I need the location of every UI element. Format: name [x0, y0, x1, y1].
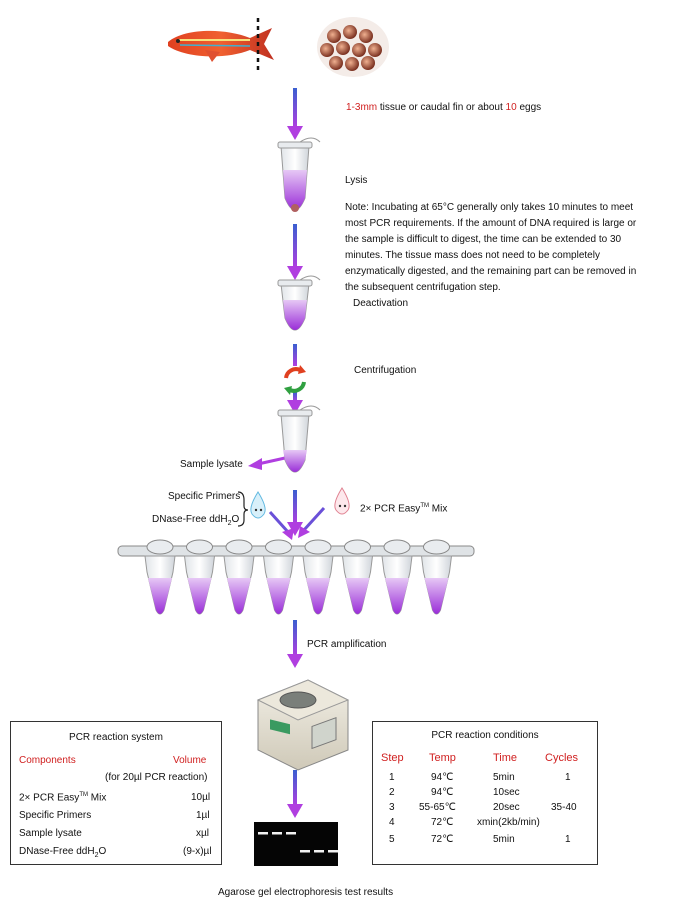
pink-droplet-icon: [334, 487, 350, 515]
system-row-value: 10µl: [191, 792, 211, 803]
pcr-amplification-label: PCR amplification: [307, 639, 387, 650]
gel-band: [272, 832, 282, 835]
pcr-mix-label: 2× PCR EasyTM Mix: [360, 503, 448, 515]
strip-tube: [420, 539, 453, 615]
cond-time: xmin(2kb/min): [477, 817, 540, 828]
cond-time: 5min: [493, 834, 515, 845]
system-subtitle: (for 20µl PCR reaction): [105, 772, 208, 783]
system-title: PCR reaction system: [69, 732, 163, 743]
cond-step: 3: [389, 802, 395, 813]
cond-bracket-cycles: 35-40: [551, 802, 577, 813]
cond-step: 4: [389, 817, 395, 828]
cond-cycles: 1: [565, 772, 571, 783]
cond-temp: 72℃: [431, 817, 454, 828]
strip-tube: [183, 539, 216, 615]
system-row-name: Sample lysate: [19, 828, 82, 839]
system-row-name: DNase-Free ddH2O: [19, 846, 107, 859]
blue-droplet-icon: [250, 491, 266, 519]
gel-caption: Agarose gel electrophoresis test results: [218, 887, 394, 898]
lysis-label: Lysis: [345, 175, 368, 186]
cond-temp: 94℃: [431, 772, 454, 783]
flow-arrows: [248, 88, 326, 818]
cond-step: 5: [389, 834, 395, 845]
gel-band: [258, 832, 268, 835]
cond-temp: 94℃: [431, 787, 454, 798]
cond-time: 5min: [493, 772, 515, 783]
cond-cycles: 1: [565, 834, 571, 845]
gel-band: [286, 832, 296, 835]
strip-tube: [262, 539, 295, 615]
system-row-name: Specific Primers: [19, 810, 92, 821]
deactivation-label: Deactivation: [353, 298, 409, 309]
reagent-bracket: [237, 491, 249, 527]
cond-time: 10sec: [493, 787, 520, 798]
strip-tube: [223, 539, 255, 615]
pcr-conditions-table: PCR reaction conditions Step Temp Time C…: [372, 721, 598, 865]
cond-temp: 55-65℃: [419, 802, 456, 813]
lysis-note: Note: Incubating at 65°C generally only …: [345, 202, 637, 293]
system-row-value: (9-x)µl: [183, 846, 212, 857]
cond-step: 2: [389, 787, 395, 798]
specific-primers-label: Specific Primers: [168, 491, 241, 502]
pcr-system-table: PCR reaction system Components Volume (f…: [10, 721, 222, 865]
gel-band: [328, 850, 338, 853]
eggs-icon: [317, 17, 389, 77]
system-row-name: 2× PCR EasyTM Mix: [19, 792, 107, 804]
strip-tube: [302, 539, 334, 615]
zebrafish-icon: [168, 18, 274, 74]
gel-image: [254, 822, 338, 866]
conditions-header-step: Step: [381, 752, 404, 764]
system-col-components: Components: [19, 755, 76, 766]
cond-time: 20sec: [493, 802, 520, 813]
thermocycler-icon: [256, 679, 350, 771]
gel-band: [314, 850, 324, 853]
strip-tube: [144, 539, 176, 615]
centrifuge-icon: [284, 365, 306, 395]
system-col-volume: Volume: [173, 755, 207, 766]
cond-step: 1: [389, 772, 395, 783]
tube-deactivation: [277, 275, 321, 331]
conditions-header-temp: Temp: [429, 752, 456, 764]
system-row-value: 1µl: [196, 810, 210, 821]
strip-tube: [341, 539, 374, 615]
tube-centrifuged: [277, 405, 321, 473]
sample-lysate-label: Sample lysate: [180, 459, 243, 470]
sample-amount-label: 1-3mm tissue or caudal fin or about 10 e…: [346, 102, 542, 113]
conditions-header-time: Time: [493, 752, 518, 764]
tube-lysis: [277, 137, 321, 212]
conditions-title: PCR reaction conditions: [431, 730, 539, 741]
conditions-header-cycles: Cycles: [545, 752, 579, 764]
centrifugation-label: Centrifugation: [354, 365, 417, 376]
water-label: DNase-Free ddH2O: [152, 514, 240, 527]
cond-temp: 72℃: [431, 834, 454, 845]
strip-tube: [381, 539, 413, 615]
system-row-value: xµl: [196, 828, 209, 839]
pcr-strip-tubes: [117, 539, 475, 615]
gel-band: [300, 850, 310, 853]
